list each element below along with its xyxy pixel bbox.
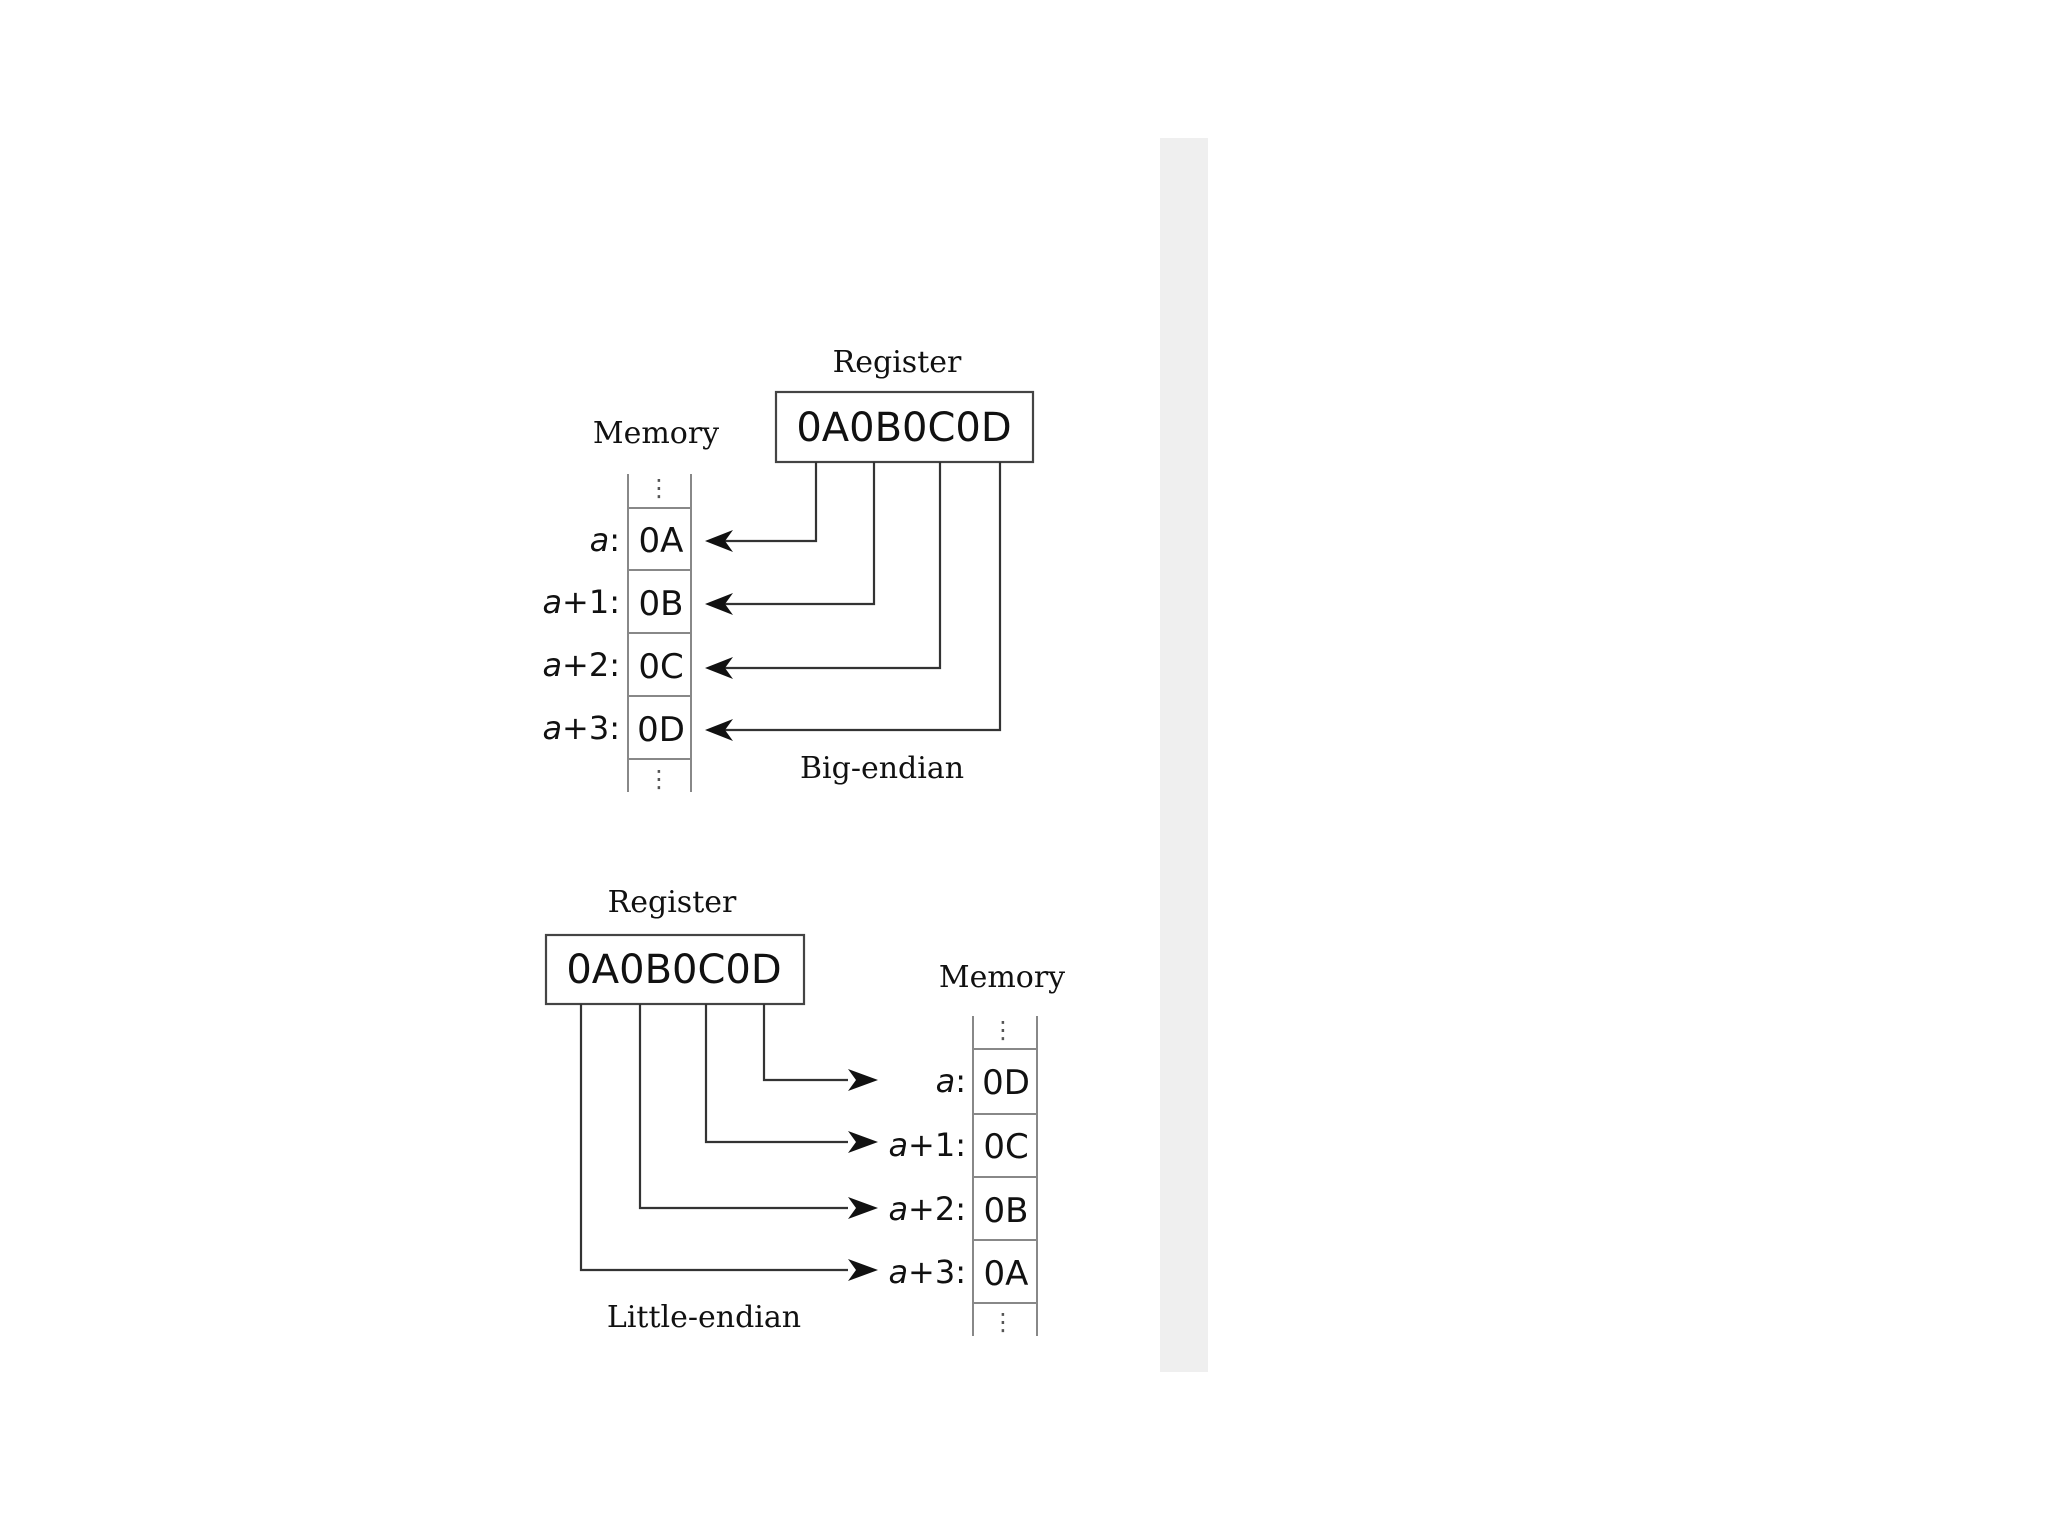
big-endian-arrow — [725, 462, 876, 606]
little-endian-arrowhead — [848, 1131, 878, 1153]
little-endian-register-label: Register — [608, 885, 737, 920]
big-endian-address-label: a+2: — [542, 646, 620, 684]
little-endian-memory-cell: 0B — [984, 1191, 1029, 1231]
little-endian-arrowhead — [848, 1069, 878, 1091]
little-endian-memory-ellipsis-top: ⋮ — [991, 1016, 1015, 1044]
little-endian-register-box — [544, 933, 806, 1006]
little-endian-arrow — [638, 1004, 848, 1210]
big-endian-memory-cell: 0D — [637, 710, 685, 750]
big-endian-memory-label: Memory — [593, 416, 719, 451]
big-endian-arrowhead — [705, 719, 733, 741]
big-endian-memory-ellipsis-bottom: ⋮ — [647, 765, 671, 793]
big-endian-arrowhead — [705, 530, 733, 552]
little-endian-register-value: 0A0B0C0D — [566, 947, 781, 993]
little-endian-arrowhead — [848, 1259, 878, 1281]
big-endian-register-label: Register — [833, 345, 962, 380]
little-endian-arrowhead — [848, 1197, 878, 1219]
big-endian-memory-cell: 0A — [639, 521, 684, 561]
big-endian-panel: Register 0A0B0C0D Memory ⋮ ⋮ a: 0A a+1: … — [542, 345, 1035, 793]
big-endian-caption: Big-endian — [800, 751, 964, 786]
little-endian-memory-ellipsis-bottom: ⋮ — [991, 1308, 1015, 1336]
big-endian-arrowhead — [705, 593, 733, 615]
big-endian-arrow — [725, 462, 1002, 732]
little-endian-panel: Register 0A0B0C0D Memory ⋮ ⋮ a: 0D a+1: … — [544, 885, 1065, 1336]
little-endian-address-label: a+1: — [888, 1126, 966, 1164]
big-endian-memory-cell: 0B — [639, 584, 684, 624]
big-endian-address-label: a+3: — [542, 709, 620, 747]
little-endian-memory-cell: 0A — [984, 1254, 1029, 1294]
big-endian-memory-cell: 0C — [638, 647, 683, 687]
side-strip — [1160, 138, 1208, 1372]
big-endian-memory-ellipsis-top: ⋮ — [647, 474, 671, 502]
big-endian-address-label: a: — [590, 521, 620, 559]
little-endian-arrow — [762, 1004, 848, 1082]
little-endian-caption: Little-endian — [607, 1300, 801, 1335]
little-endian-arrow — [579, 1004, 848, 1272]
little-endian-memory-label: Memory — [939, 960, 1065, 995]
big-endian-register-box — [774, 390, 1035, 464]
little-endian-memory-cell: 0C — [983, 1127, 1028, 1167]
little-endian-address-label: a: — [936, 1062, 966, 1100]
big-endian-address-label: a+1: — [542, 583, 620, 621]
little-endian-address-label: a+2: — [888, 1190, 966, 1228]
big-endian-arrow — [725, 462, 818, 543]
big-endian-arrowhead — [705, 657, 733, 679]
little-endian-arrow — [704, 1004, 848, 1144]
little-endian-memory-cell: 0D — [982, 1063, 1030, 1103]
big-endian-arrow — [725, 462, 942, 670]
big-endian-register-value: 0A0B0C0D — [796, 405, 1011, 451]
little-endian-address-label: a+3: — [888, 1253, 966, 1291]
